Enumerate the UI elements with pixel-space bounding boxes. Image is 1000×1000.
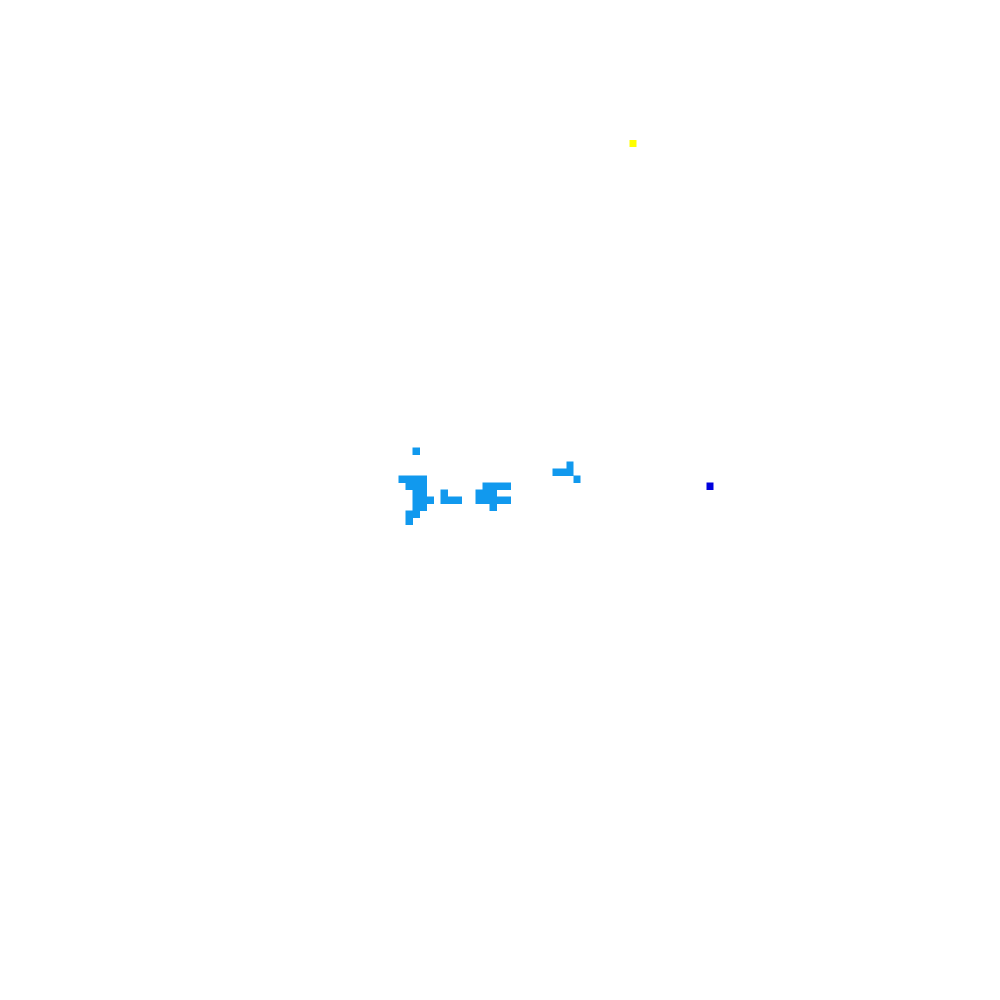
cluster-cell bbox=[503, 496, 511, 504]
cluster-cell bbox=[475, 496, 483, 504]
cluster-cell bbox=[412, 503, 420, 511]
cluster-cell bbox=[566, 461, 574, 469]
cluster-cell bbox=[482, 489, 490, 497]
cluster-left bbox=[398, 447, 434, 525]
cluster-cell bbox=[573, 475, 581, 483]
cluster-far-right bbox=[552, 461, 581, 483]
cluster-cell bbox=[440, 489, 448, 497]
cluster-middle bbox=[440, 489, 462, 504]
cluster-cell bbox=[419, 503, 427, 511]
cluster-cell bbox=[440, 496, 448, 504]
cluster-cell bbox=[566, 468, 574, 476]
cluster-cell bbox=[412, 496, 420, 504]
cluster-cell bbox=[412, 475, 420, 483]
cluster-cell bbox=[496, 482, 504, 490]
cluster-cell bbox=[412, 489, 420, 497]
cluster-cell bbox=[412, 447, 420, 455]
cluster-cell bbox=[419, 475, 427, 483]
player-cell bbox=[706, 482, 714, 490]
cluster-cell bbox=[426, 496, 434, 504]
cluster-cell bbox=[405, 510, 413, 518]
cluster-cell bbox=[489, 489, 497, 497]
cluster-cell bbox=[405, 517, 413, 525]
cluster-cell bbox=[482, 482, 490, 490]
cluster-cell bbox=[475, 489, 483, 497]
cluster-cell bbox=[552, 468, 560, 476]
cluster-cell bbox=[405, 482, 413, 490]
cluster-cell bbox=[503, 482, 511, 490]
cluster-cell bbox=[405, 475, 413, 483]
cluster-cell bbox=[496, 496, 504, 504]
cluster-cell bbox=[412, 510, 420, 518]
gold-cell bbox=[629, 139, 637, 148]
cluster-cell bbox=[489, 503, 497, 511]
cluster-cell bbox=[447, 496, 455, 504]
cluster-cell bbox=[454, 496, 462, 504]
cluster-cell bbox=[419, 489, 427, 497]
cluster-cell bbox=[482, 496, 490, 504]
cluster-right bbox=[475, 482, 511, 511]
cluster-cell bbox=[412, 482, 420, 490]
cluster-cell bbox=[419, 496, 427, 504]
cluster-cell bbox=[489, 496, 497, 504]
cluster-cell bbox=[419, 482, 427, 490]
cluster-cell bbox=[398, 475, 406, 483]
cluster-cell bbox=[489, 482, 497, 490]
cluster-cell bbox=[559, 468, 567, 476]
